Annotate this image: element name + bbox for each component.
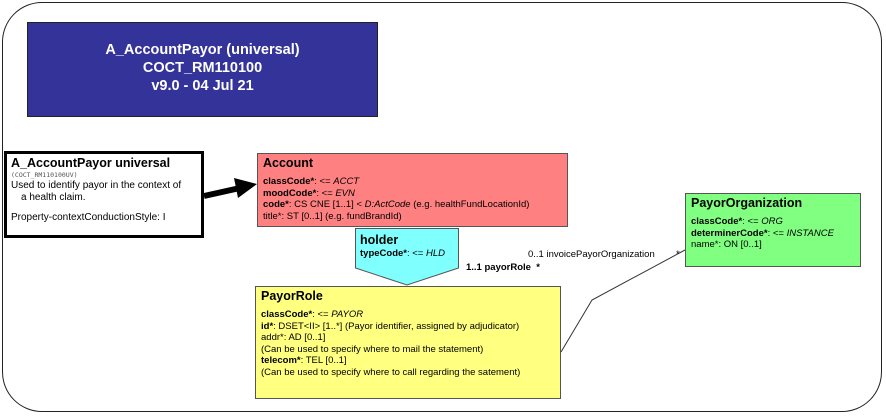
entry-title: A_AccountPayor universal bbox=[11, 156, 171, 170]
account-attr-classcode: classCode*: <= ACCT bbox=[263, 176, 360, 187]
entry-desc-line-1: Used to identify payor in the context of bbox=[11, 180, 182, 191]
payororg-attr-determinercode: determinerCode*: <= INSTANCE bbox=[691, 227, 834, 239]
entry-code: (COCT_RM110100UV) bbox=[11, 171, 78, 179]
payororg-attr-classcode: classCode*: <= ORG bbox=[691, 216, 783, 227]
payorrole-attr-classcode: classCode*: <= PAYOR bbox=[261, 309, 364, 320]
payorrole-title: PayorRole bbox=[261, 289, 323, 303]
entry-style: Property-contextConductionStyle: I bbox=[11, 212, 166, 223]
holder-text: holder typeCode*: <= HLD bbox=[360, 233, 445, 260]
payorrole-attr-id: id*: DSET<II> [1..*] (Payor identifier, … bbox=[261, 320, 520, 332]
title-line-2: COCT_RM110100 bbox=[142, 60, 263, 76]
title-line-1: A_AccountPayor (universal) bbox=[105, 42, 300, 58]
diagram-frame bbox=[2, 2, 882, 412]
payororg-title: PayorOrganization bbox=[691, 196, 803, 210]
invoice-multiplicity-star: * bbox=[676, 249, 680, 260]
payororganization-class-box[interactable]: PayorOrganization classCode*: <= ORG det… bbox=[685, 193, 861, 267]
payorrole-telecom-note: (Can be used to specify where to call re… bbox=[261, 366, 521, 378]
entry-arrow-head bbox=[234, 178, 257, 198]
payororg-attr-name: name*: ON [0..1] bbox=[691, 239, 762, 250]
holder-attr-typecode: typeCode*: <= HLD bbox=[360, 248, 446, 259]
holder-title: holder bbox=[360, 233, 399, 247]
payorrole-addr-note: (Can be used to specify where to mail th… bbox=[261, 343, 484, 355]
entry-arrow-shaft bbox=[203, 185, 241, 199]
account-attr-moodcode: moodCode*: <= EVN bbox=[263, 187, 355, 199]
account-title: Account bbox=[263, 156, 313, 170]
account-attr-title: title*: ST [0..1] (e.g. fundBrandId) bbox=[263, 210, 402, 222]
payorrole-attr-telecom: telecom*: TEL [0..1] bbox=[261, 355, 347, 366]
account-attr-code: code*: CS CNE [1..1] < D:ActCode (e.g. h… bbox=[263, 199, 530, 210]
entry-desc-line-2: a health claim. bbox=[21, 192, 86, 203]
entry-point-box[interactable]: A_AccountPayor universal (COCT_RM110100U… bbox=[4, 151, 204, 238]
holder-participation-shape[interactable] bbox=[355, 228, 461, 288]
diagram-title-box: A_AccountPayor (universal) COCT_RM110100… bbox=[27, 22, 378, 117]
invoice-association-line bbox=[560, 249, 686, 353]
payorrole-role-label: 1..1 payorRole * bbox=[466, 262, 540, 273]
title-line-3: v9.0 - 04 Jul 21 bbox=[151, 78, 254, 94]
payorrole-class-box[interactable]: PayorRole classCode*: <= PAYOR id*: DSET… bbox=[255, 286, 561, 399]
entry-description: Used to identify payor in the context of… bbox=[11, 180, 197, 204]
invoice-role-label: 0..1 invoicePayorOrganization bbox=[528, 249, 655, 260]
payorrole-attr-addr: addr*: AD [0..1] bbox=[261, 332, 326, 343]
account-class-box[interactable]: Account classCode*: <= ACCT moodCode*: <… bbox=[257, 153, 568, 227]
